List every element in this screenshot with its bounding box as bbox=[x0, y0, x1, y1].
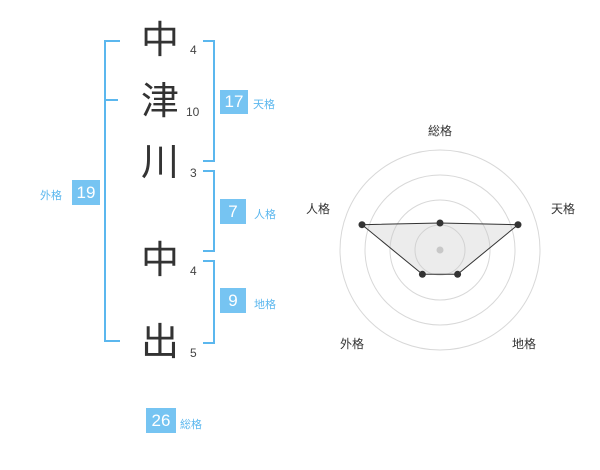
radar-axis-label-gaikaku: 外格 bbox=[339, 337, 364, 351]
soukaku-label: 総格 bbox=[180, 418, 202, 431]
chikaku-value: 9 bbox=[220, 288, 246, 313]
radar-point-1 bbox=[436, 219, 444, 227]
stroke-count-2: 10 bbox=[186, 105, 200, 119]
name-char-3: 川 bbox=[140, 140, 179, 184]
radar-grid-ring bbox=[339, 149, 541, 351]
radar-axis-label-jinkaku: 人格 bbox=[305, 202, 330, 216]
radar-point-5 bbox=[358, 221, 366, 229]
radar-axis-label-chikaku: 地格 bbox=[511, 337, 536, 351]
stroke-count-5: 5 bbox=[190, 346, 197, 360]
stroke-count-1: 4 bbox=[190, 43, 197, 57]
radar-grid-ring bbox=[389, 199, 491, 301]
stroke-count-4: 4 bbox=[190, 264, 197, 278]
stroke-count-3: 3 bbox=[190, 166, 197, 180]
tenkaku-value: 17 bbox=[220, 90, 248, 114]
tenkaku-bracket bbox=[203, 40, 215, 162]
gaikaku-label: 外格 bbox=[40, 189, 62, 202]
chikaku-bracket bbox=[203, 260, 215, 344]
radar-point-4 bbox=[418, 270, 426, 278]
radar-center-dot bbox=[436, 246, 444, 254]
radar-axis-label-tenkaku: 天格 bbox=[550, 202, 575, 216]
radar-axis-label-soukaku: 総格 bbox=[427, 124, 452, 138]
name-char-5: 出 bbox=[140, 320, 179, 364]
radar-grid-ring bbox=[364, 174, 516, 326]
name-char-4: 中 bbox=[140, 238, 179, 282]
chikaku-label: 地格 bbox=[254, 298, 276, 311]
radar-data-polygon bbox=[360, 222, 520, 275]
jinkaku-label: 人格 bbox=[254, 208, 276, 221]
radar-point-3 bbox=[454, 270, 462, 278]
gaikaku-value: 19 bbox=[72, 180, 100, 205]
jinkaku-bracket bbox=[203, 170, 215, 252]
gaikaku-bracket-tick-top bbox=[104, 99, 118, 101]
name-char-1: 中 bbox=[140, 18, 179, 62]
tenkaku-label: 天格 bbox=[253, 98, 275, 111]
name-char-2: 津 bbox=[140, 79, 179, 123]
radar-chart bbox=[339, 149, 541, 351]
gaikaku-bracket bbox=[104, 40, 120, 342]
jinkaku-value: 7 bbox=[220, 199, 246, 224]
soukaku-value: 26 bbox=[146, 408, 176, 433]
radar-point-2 bbox=[514, 221, 522, 229]
